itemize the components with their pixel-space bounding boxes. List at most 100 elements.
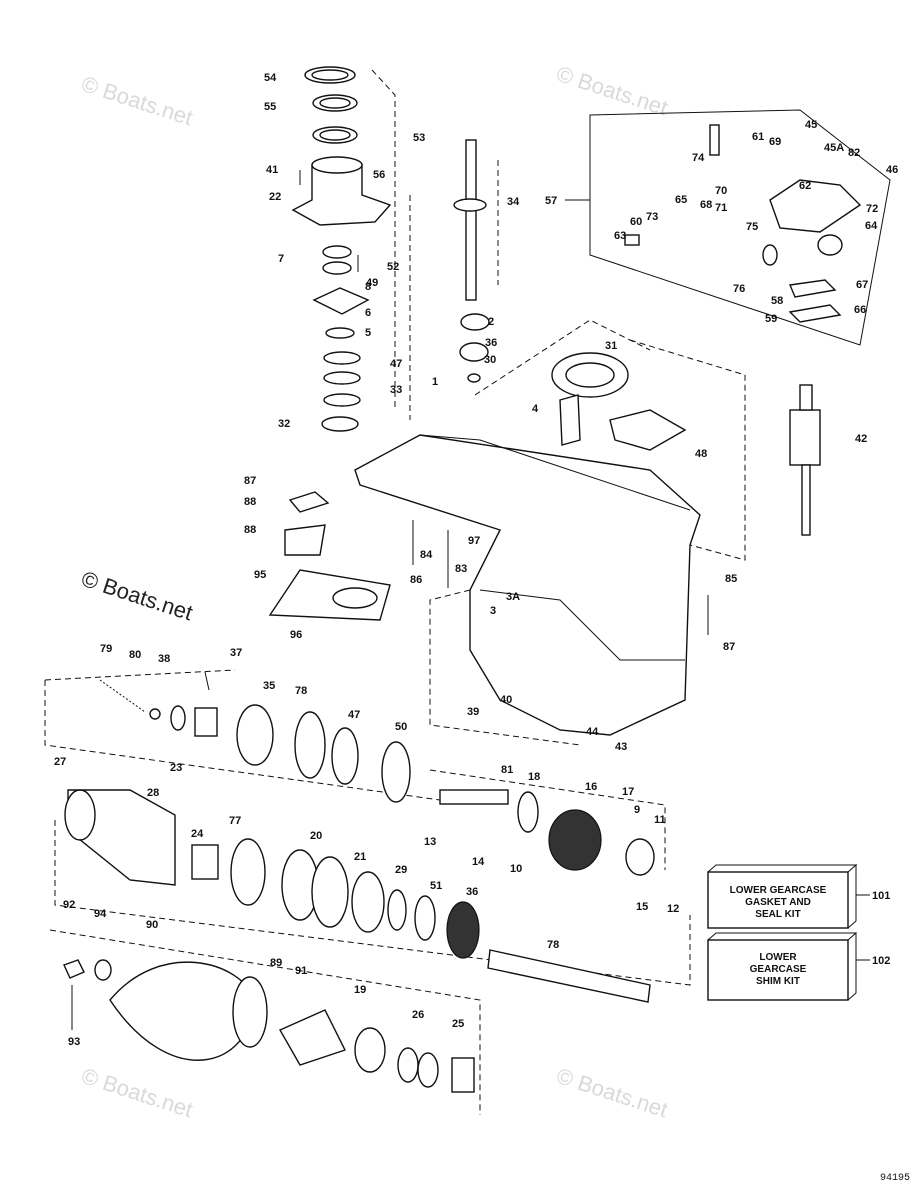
callout-29: 29	[395, 864, 407, 876]
callout-3: 3	[490, 605, 496, 617]
callout-5: 5	[365, 327, 371, 339]
part-7-seal	[322, 245, 352, 259]
callout-14: 14	[472, 856, 485, 868]
callout-56: 56	[373, 169, 385, 181]
callout-7: 7	[278, 253, 284, 265]
callout-68: 68	[700, 199, 712, 211]
callout-94: 94	[94, 908, 107, 920]
callout-54: 54	[264, 72, 277, 84]
kit-101-line3: SEAL KIT	[755, 909, 800, 920]
callout-88: 88	[244, 496, 256, 508]
part-92-hub	[232, 976, 268, 1048]
callout-75: 75	[746, 221, 758, 233]
part-83-ball	[149, 708, 161, 720]
callout-87: 87	[723, 641, 735, 653]
callout-38: 38	[158, 653, 170, 665]
part-67-plug	[817, 234, 843, 256]
callout-87: 87	[244, 475, 256, 487]
callout-44: 44	[586, 726, 599, 738]
part-25-bearing	[191, 844, 219, 880]
watermark-top-right: © Boats.net	[553, 61, 670, 120]
part-97-spacer	[94, 959, 112, 981]
callout-2: 2	[488, 316, 494, 328]
callout-37: 37	[230, 647, 242, 659]
group-outline-shaft	[54, 820, 691, 986]
part-38-clutch	[194, 707, 218, 737]
part-50-gasket	[609, 409, 687, 451]
callout-57: 57	[545, 195, 557, 207]
callout-23: 23	[170, 762, 182, 774]
callout-89: 89	[270, 957, 282, 969]
callout-93: 93	[68, 1036, 80, 1048]
group-outline-54	[371, 69, 396, 410]
watermark-bottom-right: © Boats.net	[553, 1063, 670, 1122]
part-37-gear	[446, 901, 480, 959]
callout-6: 6	[365, 307, 371, 319]
callout-86: 86	[410, 574, 422, 586]
callout-64: 64	[865, 220, 878, 232]
part-49-shim	[323, 351, 361, 365]
callout-70: 70	[715, 185, 727, 197]
part-44-pump	[789, 409, 821, 466]
group-box-58	[589, 109, 891, 346]
part-39-pin	[204, 671, 210, 691]
callout-97: 97	[468, 535, 480, 547]
callout-42: 42	[855, 433, 867, 445]
callout-4: 4	[532, 403, 539, 415]
callout-60: 60	[630, 216, 642, 228]
callout-36: 36	[485, 337, 497, 349]
callout-40: 40	[500, 694, 512, 706]
part-51-seal	[381, 741, 411, 803]
callout-8: 8	[365, 281, 371, 293]
part-84-shaft	[439, 789, 509, 805]
callout-55: 55	[264, 101, 276, 113]
callout-73: 73	[646, 211, 658, 223]
kit-102-line3: SHIM KIT	[756, 976, 800, 987]
part-19-bearing	[517, 791, 539, 833]
part-91-plate	[284, 524, 326, 556]
kit-102-line1: LOWER	[759, 952, 797, 963]
callout-19: 19	[354, 984, 366, 996]
callout-34: 34	[507, 196, 520, 208]
part-16-cap	[548, 809, 602, 871]
callout-28: 28	[147, 787, 159, 799]
callout-21: 21	[354, 851, 366, 863]
part-33-bearing	[321, 416, 359, 432]
part-5-oring	[325, 327, 355, 339]
callout-47: 47	[390, 358, 402, 370]
callout-10: 10	[510, 863, 522, 875]
callout-69: 69	[769, 136, 781, 148]
callout-22: 22	[269, 191, 281, 203]
callout-13: 13	[424, 836, 436, 848]
callout-30: 30	[484, 354, 496, 366]
group-outline-44	[629, 339, 746, 561]
callout-31: 31	[605, 340, 617, 352]
callout-62: 62	[799, 180, 811, 192]
callout-33: 33	[390, 384, 402, 396]
callout-81: 81	[501, 764, 513, 776]
callout-92: 92	[63, 899, 75, 911]
callout-78: 78	[547, 939, 559, 951]
callout-24: 24	[191, 828, 204, 840]
part-63-housing	[769, 179, 862, 233]
part-66-pin	[624, 234, 640, 246]
part-70-gasket	[789, 279, 837, 298]
callout-12: 12	[667, 903, 679, 915]
callout-39: 39	[467, 706, 479, 718]
callout-15: 15	[636, 901, 648, 913]
watermark-bottom-left: © Boats.net	[78, 1063, 195, 1122]
callout-74: 74	[692, 152, 705, 164]
callout-41: 41	[266, 164, 278, 176]
callout-90: 90	[146, 919, 158, 931]
group-outline-35	[409, 160, 499, 420]
part-82-spring	[99, 679, 146, 713]
callout-35: 35	[263, 680, 275, 692]
part-15-cap	[625, 838, 655, 876]
kit-101-line1: LOWER GEARCASE	[730, 885, 827, 896]
kit-101-box: LOWER GEARCASE GASKET AND SEAL KIT	[707, 863, 858, 929]
part-4-screen	[559, 394, 581, 446]
watermark-top-left: © Boats.net	[78, 71, 195, 130]
callout-95: 95	[254, 569, 266, 581]
callout-36: 36	[466, 886, 478, 898]
